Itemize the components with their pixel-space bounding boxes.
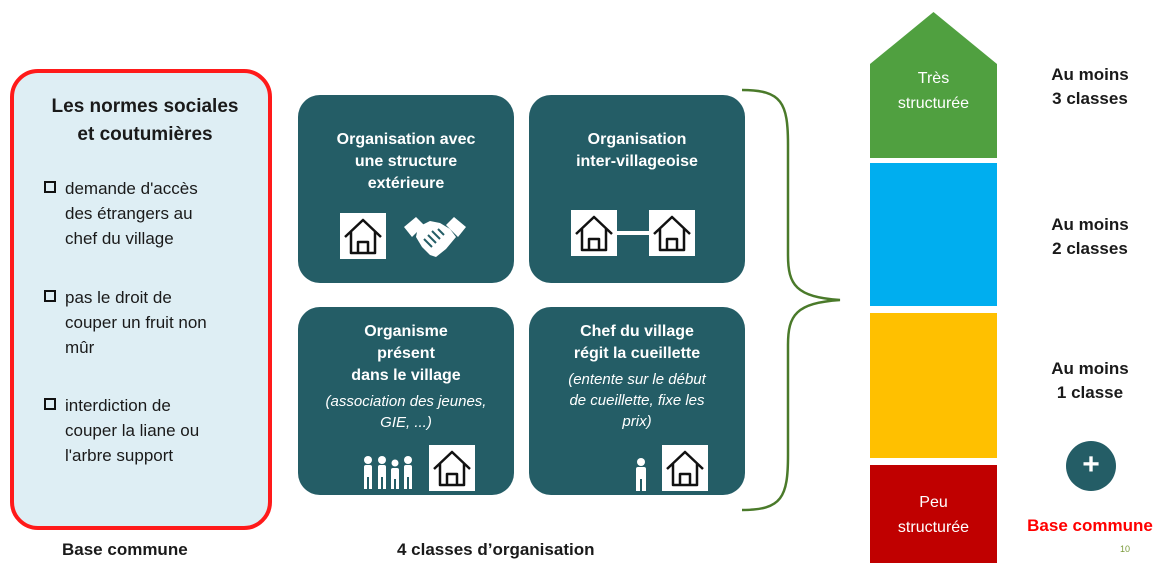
- panel-title-line: Les normes sociales: [51, 96, 239, 117]
- org-subtitle-line: prix): [622, 413, 652, 430]
- org-box-inter-village: Organisation inter-villageoise: [529, 95, 745, 283]
- org-title-line: Organisme: [364, 323, 448, 340]
- org-title-line: régit la cueillette: [573, 345, 701, 362]
- norm-bullet: pas le droit de couper un fruit non mûr: [44, 285, 259, 360]
- org-title-line: dans le village: [351, 367, 461, 384]
- org-subtitle-line: de cueillette, fixe les: [569, 392, 705, 409]
- org-subtitle-line: GIE, ...): [380, 414, 432, 431]
- base-commune-label: Base commune: [1027, 516, 1153, 535]
- level1-label: Au moins 1 classe: [1010, 357, 1170, 405]
- house-icon: [571, 210, 617, 256]
- bullet-line: l'arbre support: [65, 446, 174, 465]
- level2-label: Au moins 2 classes: [1010, 213, 1170, 261]
- pillar-label-line: structurée: [897, 95, 970, 112]
- org-title-line: extérieure: [367, 175, 445, 192]
- level-label-line: Au moins: [1051, 359, 1129, 378]
- house-icon: [649, 210, 695, 256]
- house-icon: [662, 445, 708, 491]
- org-title-line: une structure: [354, 153, 458, 170]
- base-commune-caption: Base commune: [62, 540, 188, 559]
- panel-title: Les normes sociales et coutumières: [14, 93, 276, 149]
- org-subtitle: (association des jeunes, GIE, ...): [304, 391, 508, 433]
- person-icon: [633, 457, 649, 491]
- org-title: Chef du village régit la cueillette: [537, 321, 737, 365]
- very-structured-label: Très structurée: [870, 66, 997, 116]
- level-label-line: 2 classes: [1052, 239, 1128, 258]
- org-subtitle-line: (association des jeunes,: [325, 393, 487, 410]
- bullet-line: des étrangers au: [65, 204, 193, 223]
- org-box-village-organism: Organisme présent dans le village (assoc…: [298, 307, 514, 495]
- bullet-line: interdiction de: [65, 396, 171, 415]
- social-norms-panel: Les normes sociales et coutumières deman…: [10, 69, 272, 530]
- checkbox-bullet-icon: [44, 290, 56, 302]
- bullet-line: chef du village: [65, 229, 174, 248]
- pillar-block-blue: [870, 163, 997, 306]
- pillar-roof-green: [870, 12, 997, 158]
- pillar-label-line: Très: [917, 70, 950, 87]
- org-subtitle: (entente sur le début de cueillette, fix…: [535, 369, 739, 432]
- bullet-line: couper un fruit non: [65, 313, 207, 332]
- org-title: Organisation avec une structure extérieu…: [306, 129, 506, 195]
- pillar-block-red: [870, 465, 997, 563]
- page-number: 10: [1120, 544, 1131, 554]
- connector-line: [617, 231, 649, 235]
- org-title-line: Organisation: [587, 131, 687, 148]
- people-group-icon: [360, 455, 416, 491]
- plus-icon: +: [1066, 441, 1116, 491]
- level3-label: Au moins 3 classes: [1010, 63, 1170, 111]
- org-box-village-chief: Chef du village régit la cueillette (ent…: [529, 307, 745, 495]
- checkbox-bullet-icon: [44, 181, 56, 193]
- bullet-line: mûr: [65, 338, 95, 357]
- norm-bullet: interdiction de couper la liane ou l'arb…: [44, 393, 259, 468]
- level-label-line: Au moins: [1051, 65, 1129, 84]
- org-title-line: Chef du village: [580, 323, 694, 340]
- organisation-classes-caption: 4 classes d’organisation: [397, 540, 595, 559]
- checkbox-bullet-icon: [44, 398, 56, 410]
- org-title-line: présent: [377, 345, 435, 362]
- org-title-line: inter-villageoise: [576, 153, 698, 170]
- bullet-line: couper la liane ou: [65, 421, 200, 440]
- org-box-external-structure: Organisation avec une structure extérieu…: [298, 95, 514, 283]
- org-subtitle-line: (entente sur le début: [568, 371, 706, 388]
- bullet-line: demande d'accès: [65, 179, 198, 198]
- little-structured-label: Peu structurée: [870, 490, 997, 540]
- norm-bullet: demande d'accès des étrangers au chef du…: [44, 176, 259, 251]
- panel-title-line: et coutumières: [77, 124, 213, 145]
- pillar-block-yellow: [870, 313, 997, 458]
- handshake-icon: [402, 213, 468, 263]
- house-icon: [429, 445, 475, 491]
- pillar-label-line: Peu: [919, 494, 948, 511]
- pillar-label-line: structurée: [897, 519, 970, 536]
- curly-brace: [741, 88, 841, 512]
- bullet-line: pas le droit de: [65, 288, 172, 307]
- level-label-line: Au moins: [1051, 215, 1129, 234]
- org-title-line: Organisation avec: [336, 131, 476, 148]
- level-label-line: 3 classes: [1052, 89, 1128, 108]
- house-icon: [340, 213, 386, 259]
- org-title: Organisme présent dans le village: [306, 321, 506, 387]
- level-label-line: 1 classe: [1056, 383, 1124, 402]
- org-title: Organisation inter-villageoise: [537, 129, 737, 173]
